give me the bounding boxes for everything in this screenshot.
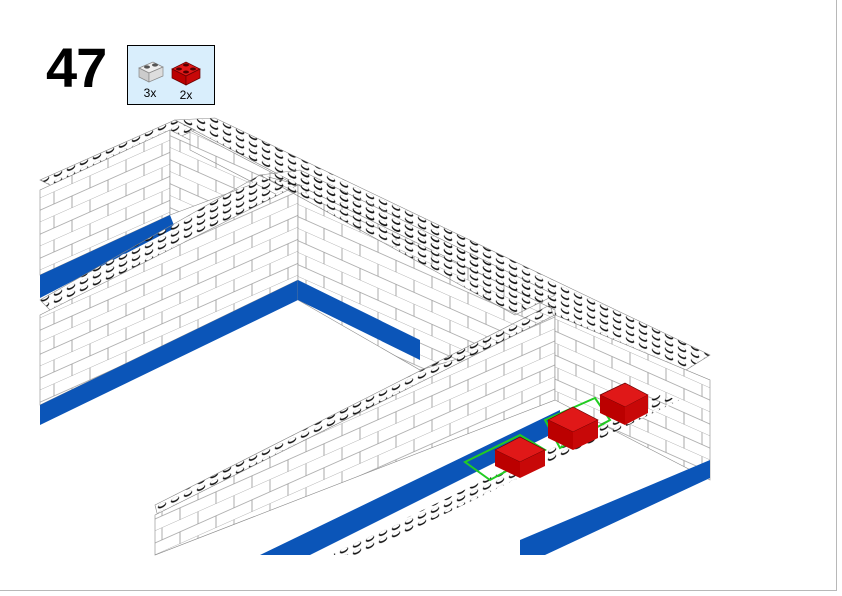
part-red-brick: 2x [168,58,204,102]
page-border-right [836,0,837,591]
added-bricks [463,382,649,482]
page-border-bottom [0,590,837,591]
part-quantity: 3x [143,86,157,100]
step-number: 47 [46,36,107,99]
front-wall [154,304,711,556]
part-quantity: 2x [179,88,193,102]
inner-left-wall [39,169,556,425]
red-brick [599,382,649,425]
red-brick [494,436,546,478]
gray-brick-icon [138,61,164,83]
red-brick-icon [171,61,201,86]
part-gray-brick: 3x [132,58,168,100]
red-brick [547,406,599,450]
left-back-wall [39,119,251,298]
parts-callout: 3x 2x [127,45,215,105]
